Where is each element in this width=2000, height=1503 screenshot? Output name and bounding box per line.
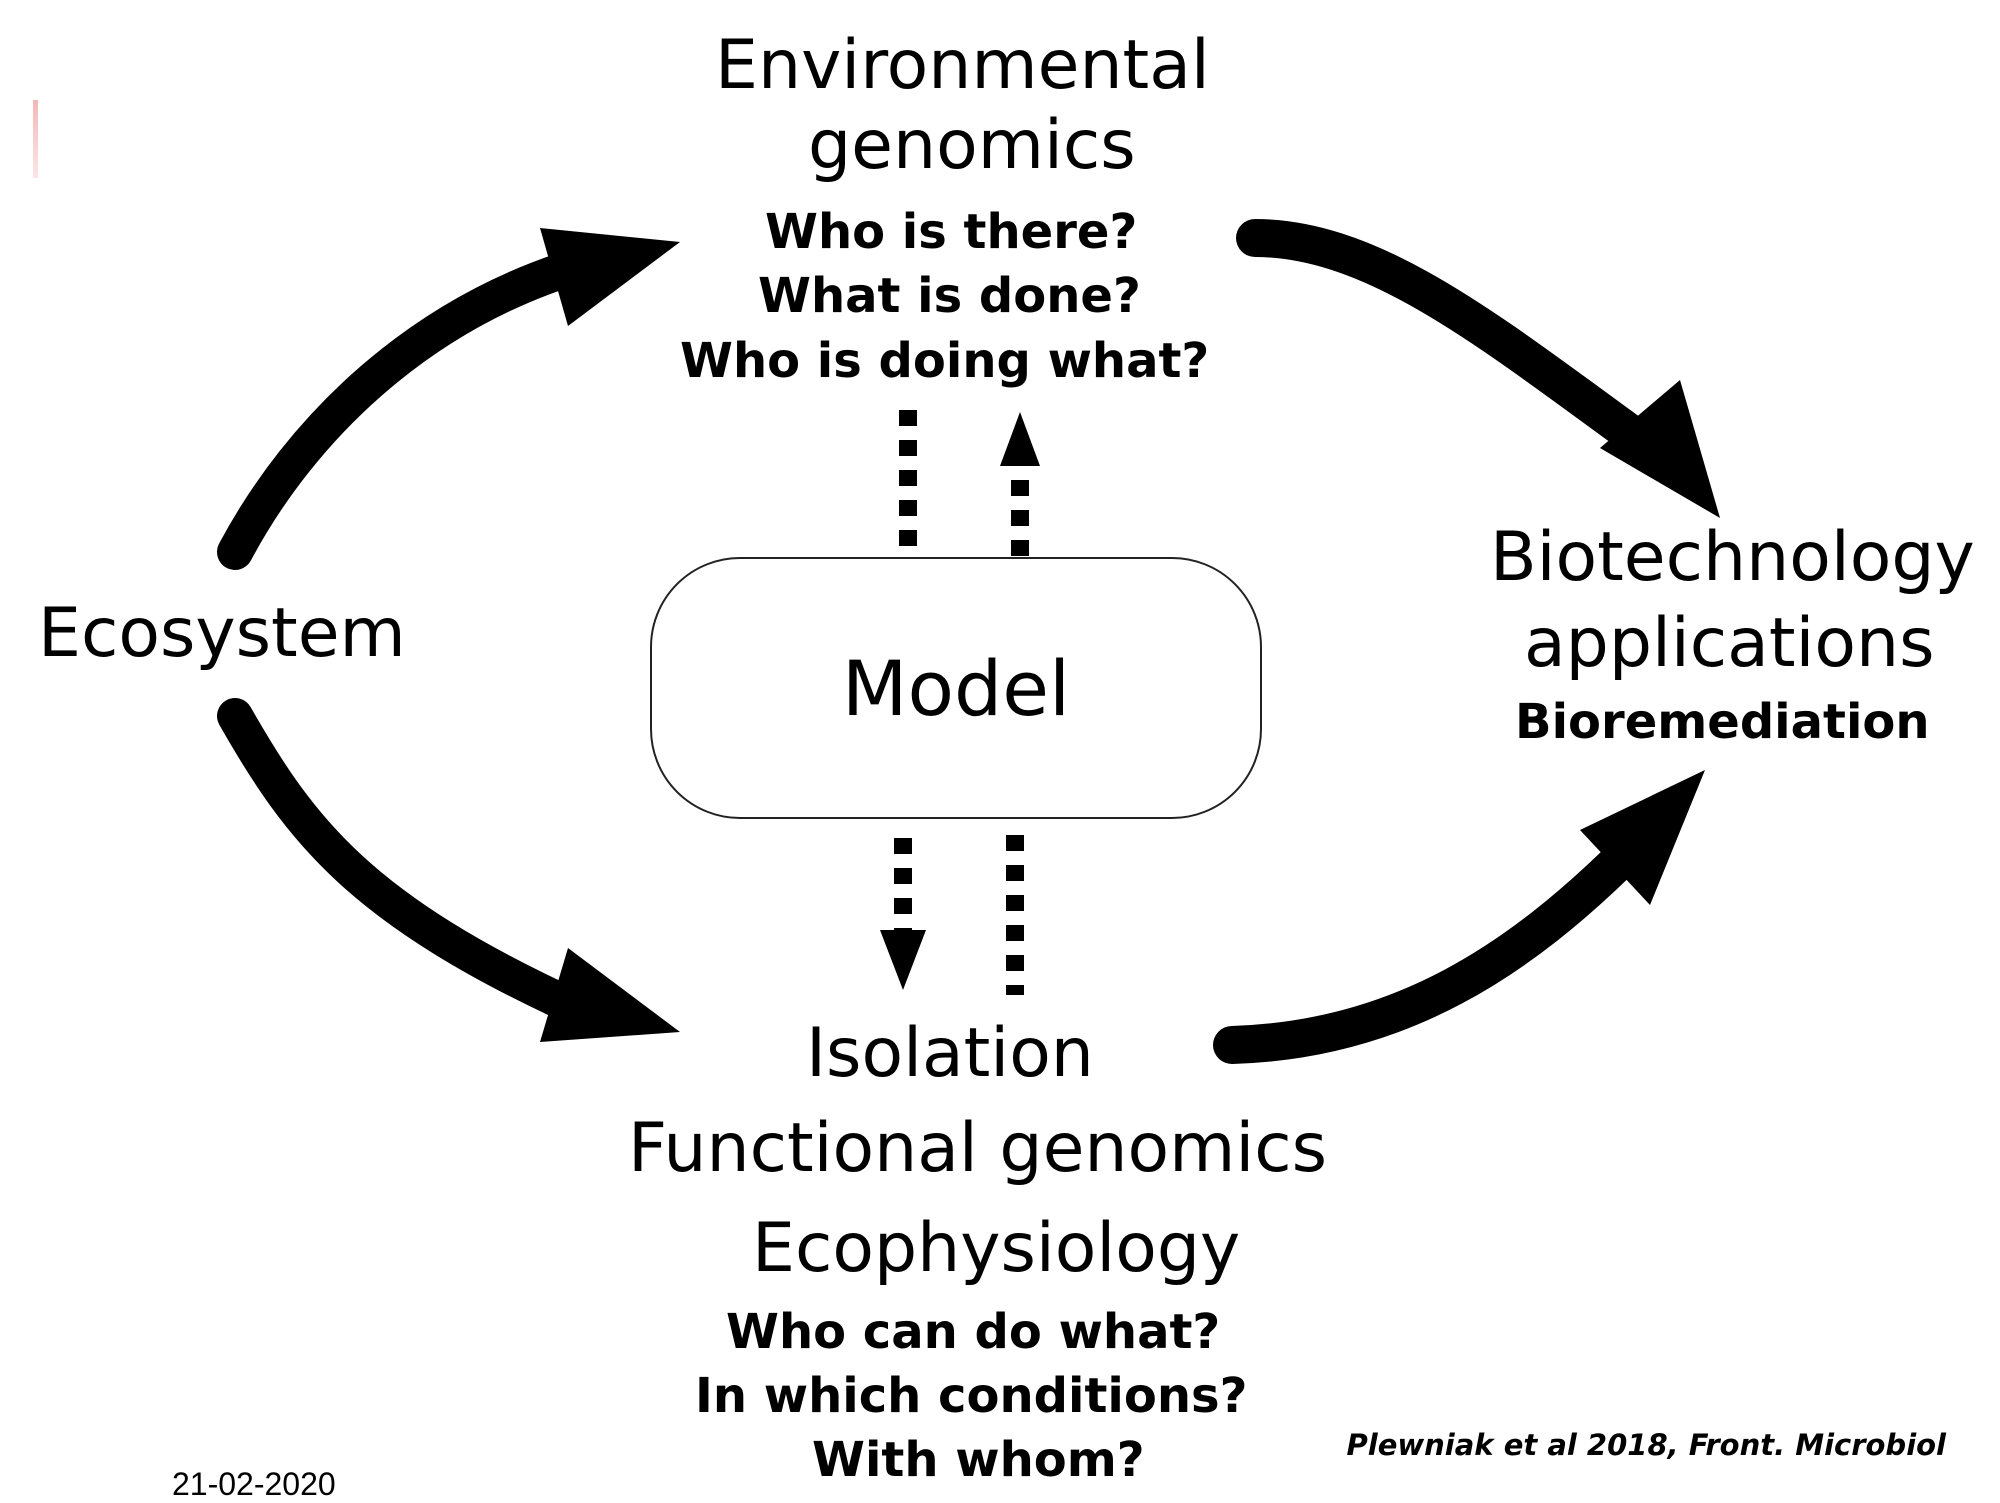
dotted-arrowhead-down [880, 930, 926, 990]
arrowhead-isolation [540, 948, 680, 1042]
env-genomics-title-line2: genomics [808, 106, 1136, 185]
bottom-line-isolation: Isolation [806, 1014, 1094, 1093]
biotech-subtitle: Bioremediation [1515, 694, 1930, 750]
arrowhead-env-genomics [540, 228, 680, 326]
arrowhead-biotech-top [1600, 380, 1720, 518]
bottom-line-ecophysiology: Ecophysiology [752, 1209, 1241, 1288]
bottom-question-3: With whom? [812, 1432, 1145, 1488]
biotech-title-line1: Biotechnology [1490, 518, 1975, 597]
arrow-isolation-to-biotech [1213, 831, 1649, 1064]
model-box: Model [650, 557, 1262, 819]
bottom-line-functional-genomics: Functional genomics [628, 1109, 1328, 1188]
biotech-title-line2: applications [1524, 604, 1935, 683]
accent-mark [33, 100, 38, 178]
citation: Plewniak et al 2018, Front. Microbiol [1346, 1428, 1947, 1462]
arrow-ecosystem-to-env-genomics [217, 244, 608, 570]
dotted-arrowhead-up [1000, 412, 1040, 466]
ecosystem-label: Ecosystem [38, 594, 406, 673]
bottom-question-1: Who can do what? [726, 1304, 1221, 1360]
env-question-1: Who is there? [765, 204, 1138, 260]
arrow-ecosystem-to-isolation [217, 698, 598, 1028]
env-question-3: Who is doing what? [680, 333, 1210, 389]
arrow-env-genomics-to-biotech [1236, 219, 1679, 474]
bottom-question-2: In which conditions? [695, 1368, 1248, 1424]
arrowhead-biotech-bottom [1580, 770, 1705, 905]
model-label: Model [841, 643, 1071, 733]
env-genomics-title-line1: Environmental [715, 26, 1210, 105]
env-question-2: What is done? [758, 268, 1141, 324]
slide-date: 21-02-2020 [172, 1466, 336, 1502]
